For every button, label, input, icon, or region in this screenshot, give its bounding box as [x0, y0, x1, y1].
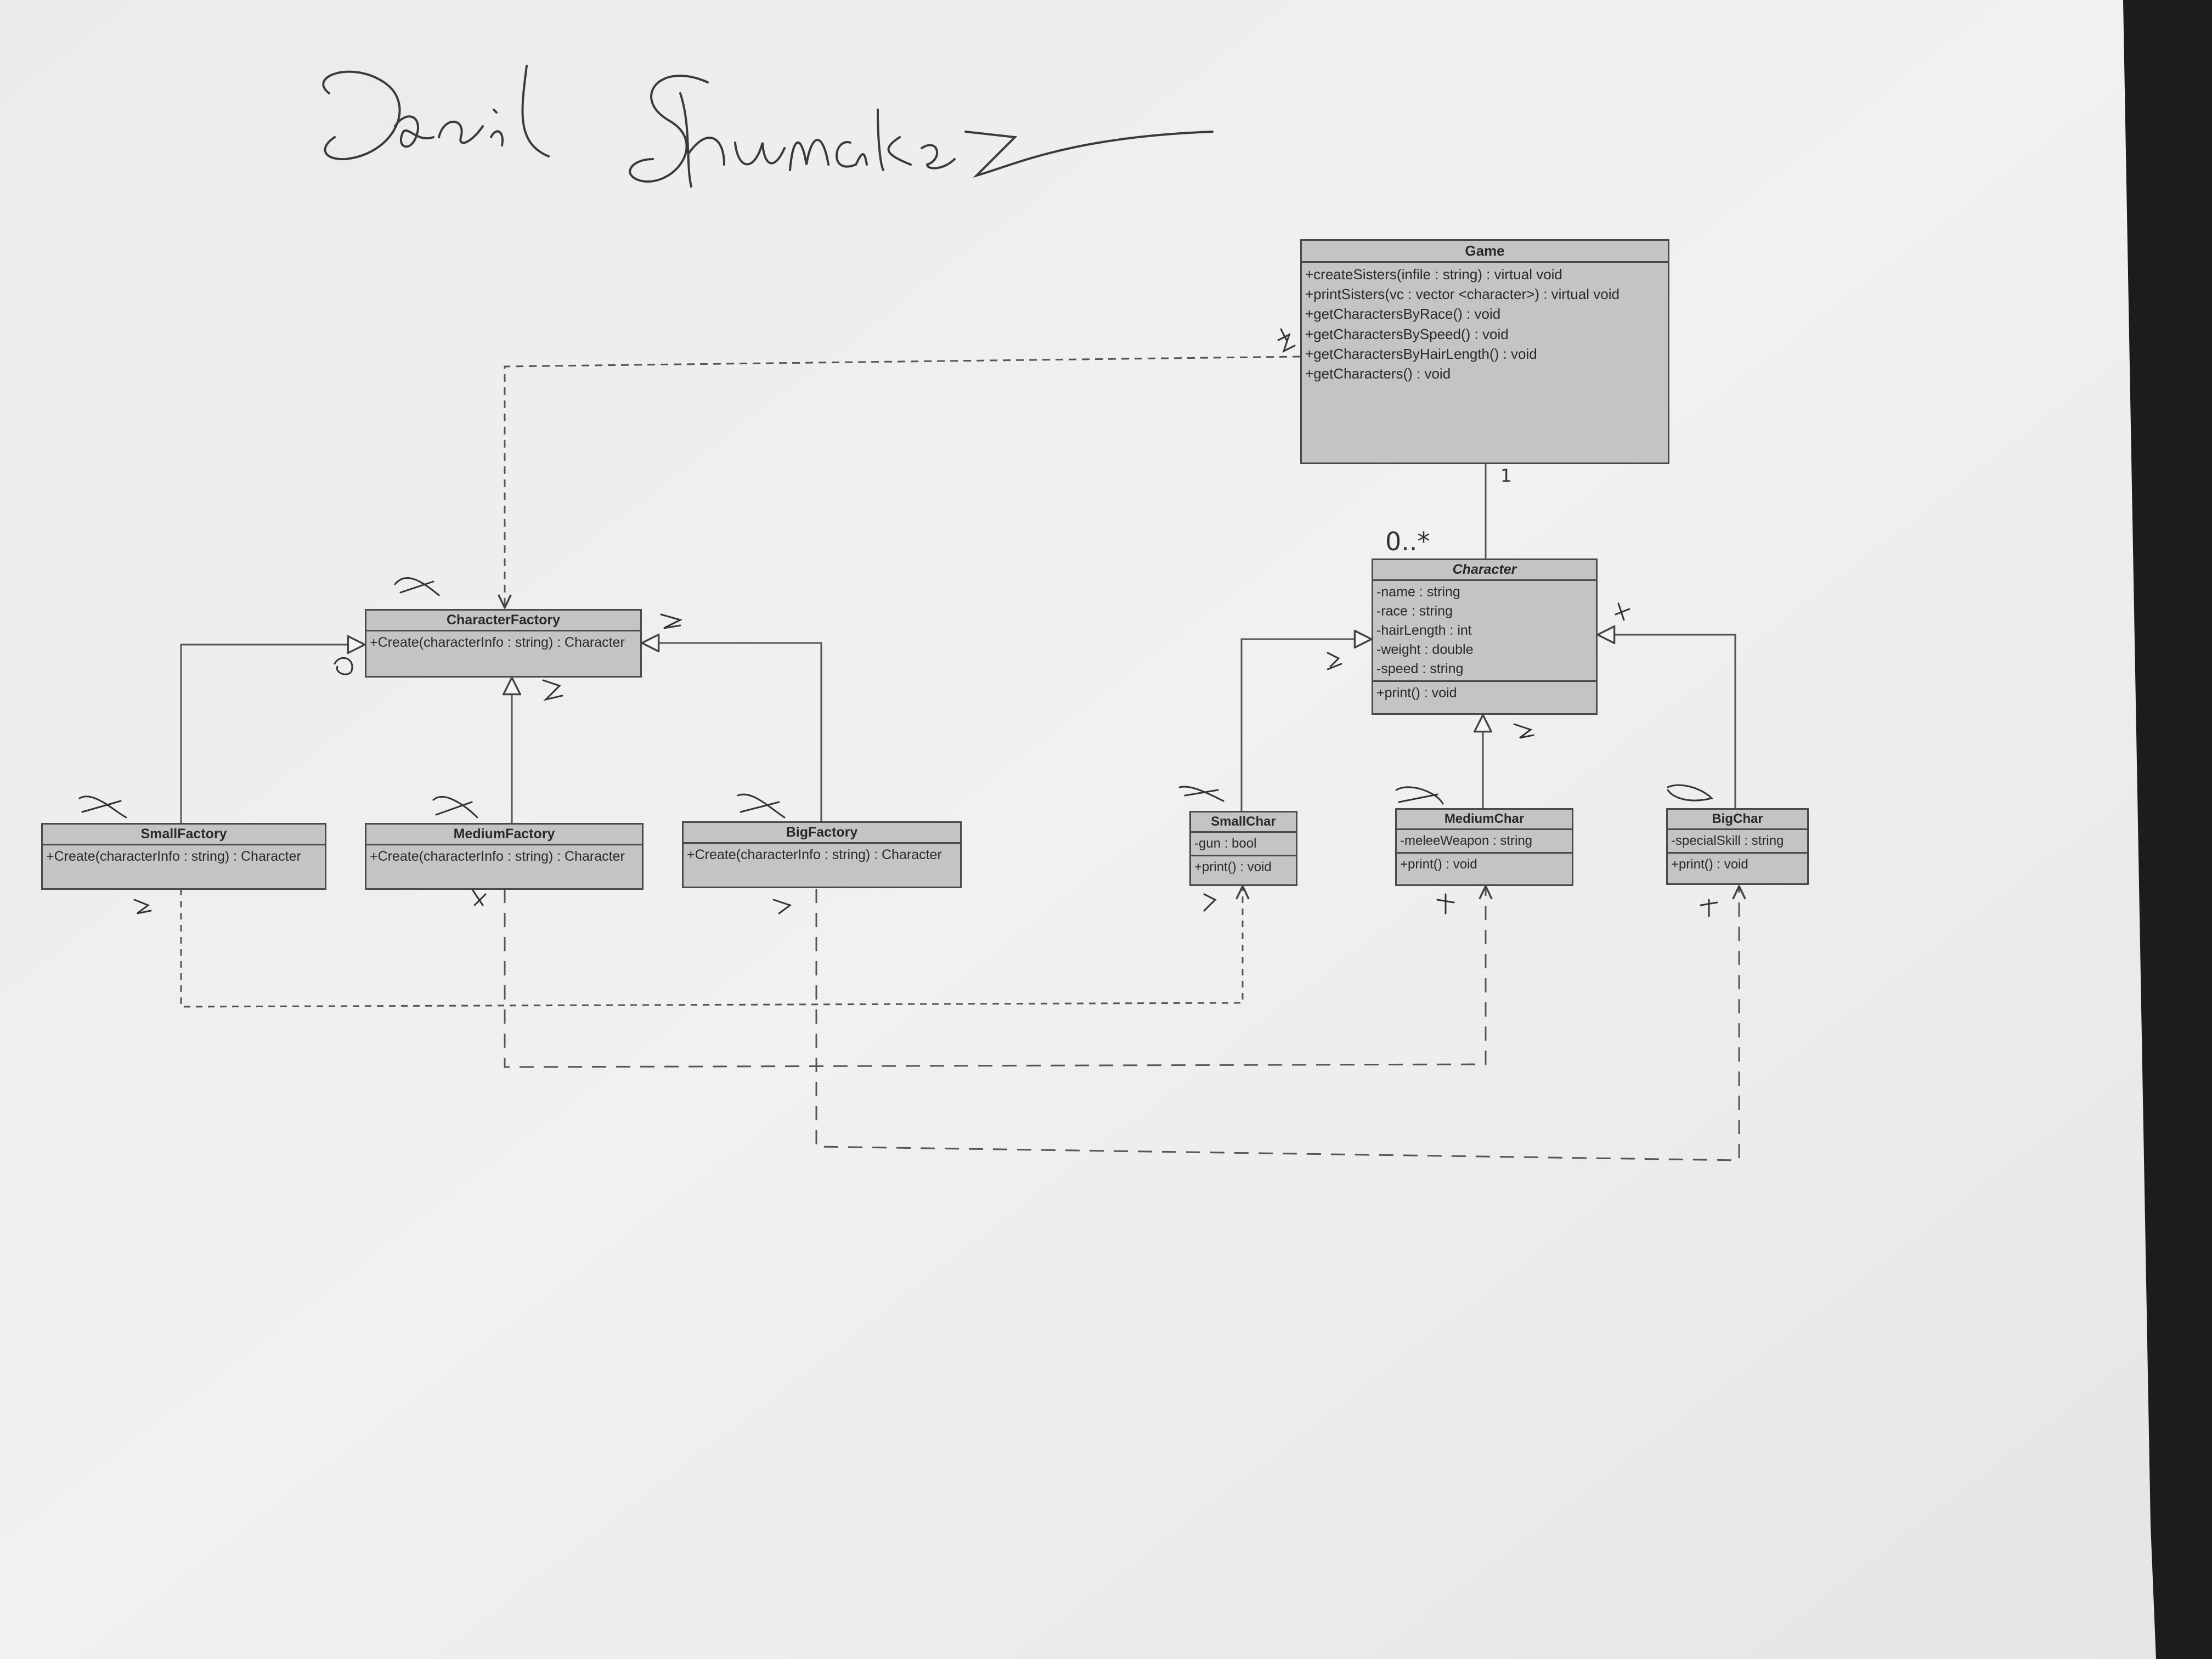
game-factory-dependency — [505, 356, 1301, 608]
class-character-operations: +print() : void — [1373, 682, 1596, 704]
attribute: -weight : double — [1376, 642, 1474, 658]
class-mediumchar-name: MediumChar — [1397, 810, 1572, 830]
class-mediumfactory-operations: +Create(characterInfo : string) : Charac… — [366, 845, 642, 868]
class-mediumfactory-name: MediumFactory — [366, 825, 642, 846]
class-smallchar: SmallChar -gun : bool +print() : void — [1189, 811, 1297, 886]
operation: +Create(characterInfo : string) : Charac… — [370, 849, 625, 865]
class-bigfactory-name: BigFactory — [684, 823, 960, 844]
attribute: -specialSkill : string — [1671, 833, 1784, 848]
attribute: -race : string — [1376, 603, 1453, 619]
class-character: Character -name : string -race : string … — [1372, 558, 1598, 715]
class-game-name: Game — [1302, 241, 1668, 263]
class-smallfactory-name: SmallFactory — [43, 825, 325, 846]
operation: +print() : void — [1671, 856, 1748, 872]
class-smallchar-attributes: -gun : bool — [1191, 833, 1296, 856]
class-character-attributes: -name : string -race : string -hairLengt… — [1373, 581, 1596, 682]
attribute: -name : string — [1376, 584, 1460, 600]
bigfactory-generalization — [642, 643, 822, 823]
operation: +print() : void — [1194, 859, 1272, 874]
class-bigchar-attributes: -specialSkill : string — [1668, 830, 1807, 854]
bigchar-generalization — [1598, 635, 1736, 809]
class-bigfactory-operations: +Create(characterInfo : string) : Charac… — [684, 844, 960, 866]
operation: +getCharactersByRace() : void — [1305, 306, 1501, 323]
operation: +getCharactersByHairLength() : void — [1305, 346, 1537, 363]
operation: +Create(characterInfo : string) : Charac… — [370, 635, 625, 651]
class-characterfactory-name: CharacterFactory — [366, 611, 640, 632]
class-game-operations: +createSisters(infile : string) : virtua… — [1302, 263, 1668, 386]
class-characterfactory-operations: +Create(characterInfo : string) : Charac… — [366, 631, 640, 654]
class-bigchar-operations: +print() : void — [1668, 854, 1807, 876]
class-smallchar-name: SmallChar — [1191, 812, 1296, 833]
attribute: -hairLength : int — [1376, 623, 1472, 639]
class-character-name: Character — [1373, 560, 1596, 582]
class-smallfactory: SmallFactory +Create(characterInfo : str… — [41, 823, 326, 890]
operation: +getCharacters() : void — [1305, 365, 1451, 382]
operation: +print() : void — [1376, 685, 1457, 701]
class-bigchar: BigChar -specialSkill : string +print() … — [1666, 808, 1809, 885]
attribute: -gun : bool — [1194, 836, 1257, 851]
smallchar-generalization — [1240, 639, 1372, 812]
class-mediumchar-operations: +print() : void — [1397, 854, 1572, 876]
operation: +printSisters(vc : vector <character>) :… — [1305, 285, 1620, 302]
class-smallfactory-operations: +Create(characterInfo : string) : Charac… — [43, 845, 325, 868]
operation: +Create(characterInfo : string) : Charac… — [687, 847, 942, 863]
multiplicity-character-end: 0..* — [1385, 527, 1430, 556]
class-mediumchar-attributes: -meleeWeapon : string — [1397, 830, 1572, 854]
attribute: -speed : string — [1376, 661, 1464, 677]
class-characterfactory: CharacterFactory +Create(characterInfo :… — [365, 609, 642, 678]
smallfactory-generalization — [180, 645, 365, 823]
class-bigfactory: BigFactory +Create(characterInfo : strin… — [682, 821, 962, 888]
operation: +createSisters(infile : string) : virtua… — [1305, 266, 1562, 283]
handwritten-marks — [78, 328, 1718, 917]
class-mediumchar: MediumChar -meleeWeapon : string +print(… — [1395, 808, 1573, 886]
class-bigchar-name: BigChar — [1668, 810, 1807, 830]
relationship-lines — [180, 356, 1739, 1161]
operation: +print() : void — [1400, 856, 1477, 872]
operation: +Create(characterInfo : string) : Charac… — [46, 849, 301, 865]
attribute: -meleeWeapon : string — [1400, 833, 1533, 848]
class-game: Game +createSisters(infile : string) : v… — [1300, 239, 1669, 464]
multiplicity-game-end: 1 — [1500, 465, 1512, 486]
class-mediumfactory: MediumFactory +Create(characterInfo : st… — [365, 823, 644, 890]
class-smallchar-operations: +print() : void — [1191, 856, 1296, 878]
operation: +getCharactersBySpeed() : void — [1305, 325, 1509, 342]
bigfactory-bigchar-dependency — [815, 886, 1739, 1161]
author-signature — [322, 65, 1214, 188]
